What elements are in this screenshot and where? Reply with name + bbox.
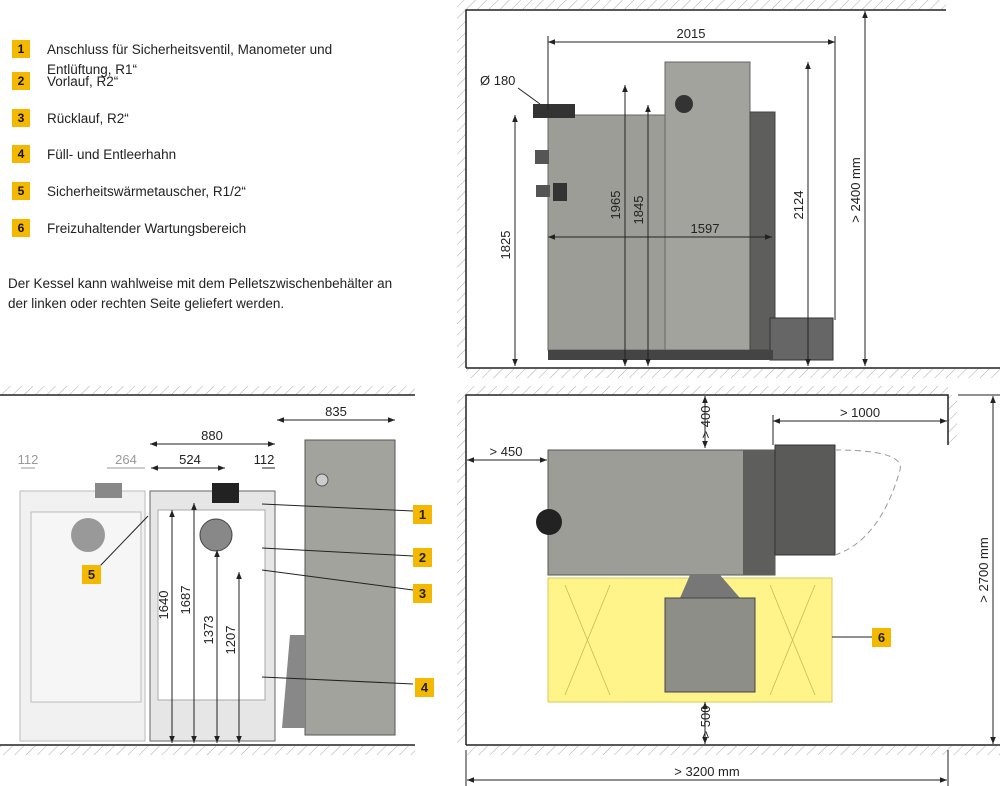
dim-880: 880 bbox=[201, 428, 223, 443]
dim-height-1965: 1965 bbox=[608, 191, 623, 220]
dim-835: 835 bbox=[325, 404, 347, 419]
top-view: > 400 > 1000 > 450 > 500 > 3200 mm > 270… bbox=[457, 386, 1000, 786]
dim-width: 2015 bbox=[677, 26, 706, 41]
dim-1373: 1373 bbox=[201, 616, 216, 645]
dim-524: 524 bbox=[179, 452, 201, 467]
legend-text: Freizuhaltender Wartungsbereich bbox=[47, 221, 247, 236]
dim-clearance-top: > 400 bbox=[698, 406, 713, 439]
front-view: 835 880 524 112 112 264 1640 1687 1373 1… bbox=[0, 386, 434, 755]
callout-4: 4 bbox=[421, 680, 429, 695]
dim-height-1825: 1825 bbox=[498, 231, 513, 260]
dim-height-2124: 2124 bbox=[791, 191, 806, 220]
dim-room-height: > 2400 mm bbox=[848, 157, 863, 222]
dim-clearance-right: > 1000 bbox=[840, 405, 880, 420]
dim-depth: 1597 bbox=[691, 221, 720, 236]
badge: 2 bbox=[12, 72, 30, 90]
legend-text: Vorlauf, R2“ bbox=[47, 74, 119, 89]
legend-item: 5 Sicherheitswärmetauscher, R1/2“ bbox=[12, 182, 246, 202]
dim-1640: 1640 bbox=[156, 591, 171, 620]
dim-112-ghost: 112 bbox=[18, 452, 39, 467]
legend-item: 3 Rücklauf, R2“ bbox=[12, 109, 129, 129]
legend-item: 1 Anschluss für Sicherheitsventil, Manome… bbox=[12, 40, 367, 80]
legend-text: Rücklauf, R2“ bbox=[47, 111, 129, 126]
badge: 5 bbox=[12, 182, 30, 200]
dim-264-ghost: 264 bbox=[115, 452, 137, 467]
badge: 3 bbox=[12, 109, 30, 127]
badge: 6 bbox=[12, 219, 30, 237]
legend-item: 4 Füll- und Entleerhahn bbox=[12, 145, 176, 165]
dim-room-depth: > 2700 mm bbox=[976, 537, 991, 602]
legend-text: Füll- und Entleerhahn bbox=[47, 147, 177, 162]
dim-112: 112 bbox=[254, 452, 275, 467]
legend-text: Anschluss für Sicherheitsventil, Manomet… bbox=[47, 42, 333, 77]
dim-flue: Ø 180 bbox=[480, 73, 515, 88]
legend-item: 6 Freizuhaltender Wartungsbereich bbox=[12, 219, 246, 239]
legend-item: 2 Vorlauf, R2“ bbox=[12, 72, 118, 92]
callout-6: 6 bbox=[878, 630, 885, 645]
dim-clearance-left: > 450 bbox=[490, 444, 523, 459]
dim-1687: 1687 bbox=[178, 586, 193, 615]
callout-1: 1 bbox=[419, 507, 426, 522]
dim-room-width: > 3200 mm bbox=[674, 764, 739, 779]
dim-height-1845: 1845 bbox=[631, 196, 646, 225]
side-view: 2015 Ø 180 1825 1965 1845 2124 1597 > 24… bbox=[457, 0, 1000, 378]
callout-3: 3 bbox=[419, 586, 426, 601]
callout-badges: 1 2 3 4 5 bbox=[82, 505, 434, 697]
dim-clearance-front: > 500 bbox=[698, 706, 713, 739]
badge: 1 bbox=[12, 40, 30, 58]
badge: 4 bbox=[12, 145, 30, 163]
dim-1207: 1207 bbox=[223, 626, 238, 655]
callout-5: 5 bbox=[88, 567, 95, 582]
callout-2: 2 bbox=[419, 550, 426, 565]
legend-text: Sicherheitswärmetauscher, R1/2“ bbox=[47, 184, 246, 199]
note-text: Der Kessel kann wahlweise mit dem Pellet… bbox=[8, 276, 393, 311]
